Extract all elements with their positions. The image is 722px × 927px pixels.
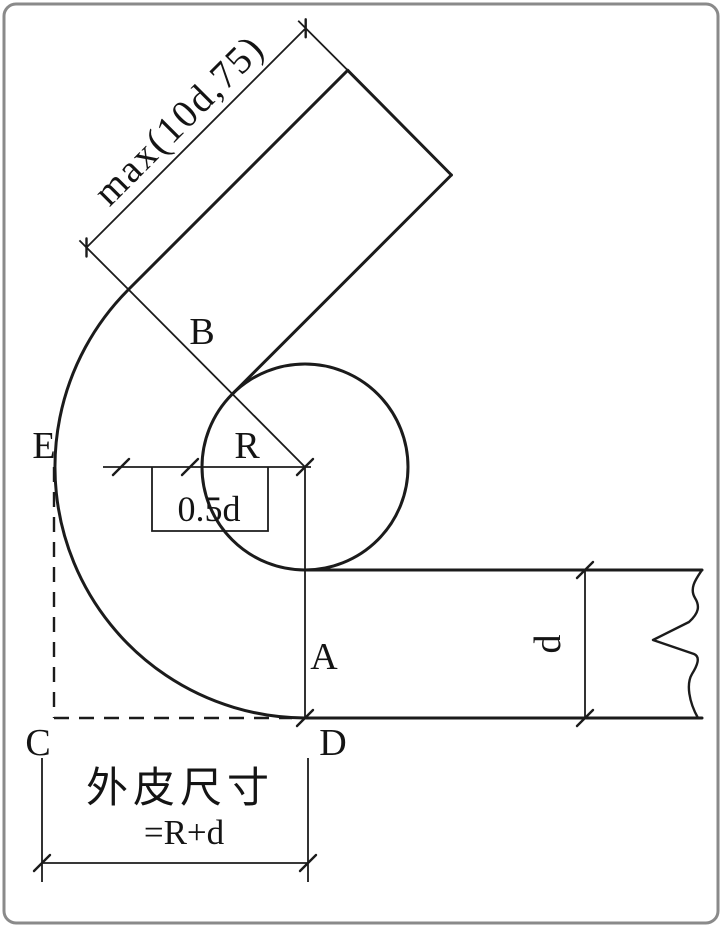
dim-tick [575,708,595,728]
dim-tick [298,853,318,873]
bar-break-line [651,568,704,720]
dim-tick [295,708,315,728]
bar-outline [53,68,704,720]
hook-length-dimension [78,18,349,291]
dim-tick [180,457,200,477]
outer-size-value: =R+d [144,813,225,852]
dim-tick [32,853,52,873]
dim-tick [295,457,315,477]
bar-diameter-dimension [575,560,595,728]
point-d-label: D [319,722,346,764]
radius-dimension [103,457,315,728]
dim-tick [111,457,131,477]
point-c-label: C [25,722,50,764]
point-a-label: A [310,636,338,678]
radius-line [127,288,306,468]
bar-diameter-label: d [527,635,569,654]
point-e-label: E [32,425,55,467]
dim-tick [575,560,595,580]
hook-end-cut [346,68,453,177]
outer-size-dimension [32,758,318,882]
hook-inner-edge [230,173,453,396]
outer-size-title: 外皮尺寸 [86,766,274,812]
hook-outer-edge [127,68,350,291]
half-bar-label: 0.5d [178,489,241,529]
hook-dim-line [85,27,307,249]
construction-lines [52,288,306,720]
radius-label: R [234,425,260,467]
half-bar-box [151,467,269,532]
outer-bend-arc [53,288,307,720]
point-b-label: B [189,311,214,353]
